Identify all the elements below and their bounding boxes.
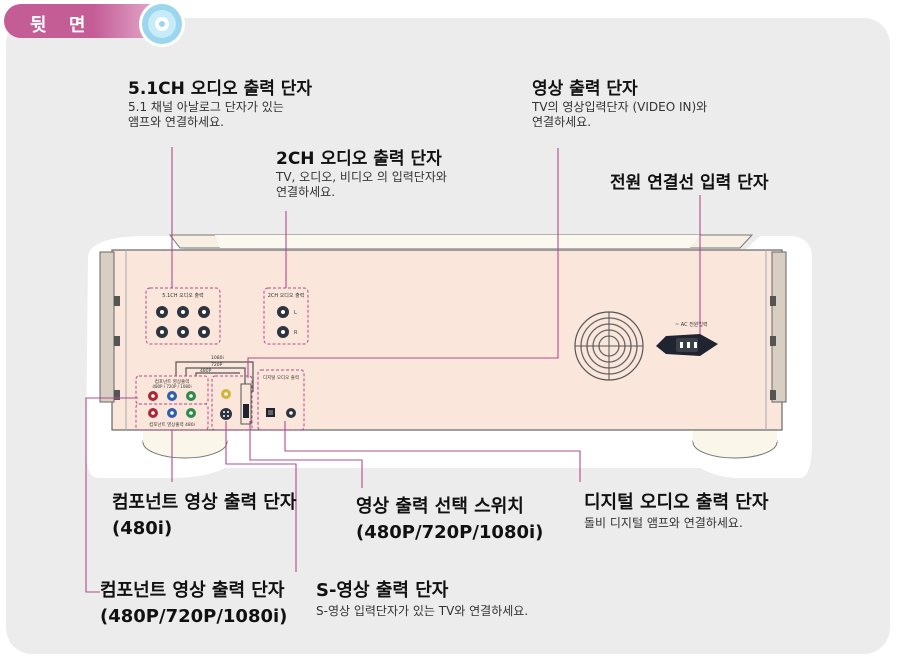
- digital-box-label: 디지털 오디오 출력: [263, 374, 299, 381]
- label-component-480i-sub: (480i): [112, 518, 173, 539]
- label-video-out-desc-1: TV의 영상입력단자 (VIDEO IN)와: [532, 100, 708, 114]
- label-2ch-title: 2CH 오디오 출력 단자: [276, 149, 442, 169]
- label-component-480i: 컴포넌트 영상 출력 단자 (480i): [112, 490, 296, 542]
- label-51ch-desc-2: 앰프와 연결하세요.: [128, 115, 224, 129]
- label-2ch: 2CH 오디오 출력 단자 TV, 오디오, 비디오 의 입력단자와 연결하세요…: [276, 148, 447, 200]
- header-title: 뒷 면: [30, 15, 94, 36]
- svg-text:L: L: [294, 310, 297, 316]
- label-power: 전원 연결선 입력 단자: [610, 172, 769, 194]
- label-digital-audio-title: 디지털 오디오 출력 단자: [584, 492, 769, 513]
- label-2ch-desc-2: 연결하세요.: [276, 185, 336, 199]
- comp-top-sub: 480P / 720P / 1080i: [152, 384, 191, 389]
- label-51ch: 5.1CH 오디오 출력 단자 5.1 채널 아날로그 단자가 있는 앰프와 연…: [128, 78, 312, 130]
- label-component-480i-title: 컴포넌트 영상 출력 단자: [112, 492, 297, 513]
- label-video-out: 영상 출력 단자 TV의 영상입력단자 (VIDEO IN)와 연결하세요.: [532, 78, 707, 130]
- label-video-switch: 영상 출력 선택 스위치 (480P/720P/1080i): [356, 494, 543, 546]
- label-component-prog-sub: (480P/720P/1080i): [100, 606, 288, 627]
- ac-label: ~ AC 전원입력: [675, 321, 708, 328]
- ch51-box-label: 5.1CH 오디오 출력: [162, 292, 203, 299]
- label-digital-audio: 디지털 오디오 출력 단자 돌비 디지털 앰프와 연결하세요.: [584, 490, 768, 531]
- label-power-title: 전원 연결선 입력 단자: [610, 173, 769, 193]
- label-video-switch-title: 영상 출력 선택 스위치: [356, 496, 524, 517]
- label-svideo-title: S-영상 출력 단자: [316, 580, 449, 601]
- label-digital-audio-desc: 돌비 디지털 앰프와 연결하세요.: [584, 516, 743, 530]
- switch-720p: 720P: [211, 362, 223, 368]
- svg-text:R: R: [294, 330, 298, 336]
- label-2ch-desc-1: TV, 오디오, 비디오 의 입력단자와: [276, 170, 447, 184]
- comp-bot-label: 컴포넌트 영상출력 480i: [149, 421, 195, 428]
- label-svideo-desc: S-영상 입력단자가 있는 TV와 연결하세요.: [316, 604, 529, 618]
- comp-top-label: 컴포넌트 영상출력: [155, 378, 190, 385]
- label-video-out-title: 영상 출력 단자: [532, 79, 638, 99]
- ch2-box-label: 2CH 오디오 출력: [268, 292, 305, 299]
- label-component-prog: 컴포넌트 영상 출력 단자 (480P/720P/1080i): [100, 578, 287, 630]
- switch-1080i: 1080i: [211, 355, 224, 361]
- switch-480p: 480P: [200, 368, 212, 374]
- label-video-out-desc-2: 연결하세요.: [532, 115, 592, 129]
- header-tab: 뒷 면: [4, 4, 166, 38]
- label-51ch-title: 5.1CH 오디오 출력 단자: [128, 79, 313, 99]
- label-video-switch-sub: (480P/720P/1080i): [356, 522, 544, 543]
- label-component-prog-title: 컴포넌트 영상 출력 단자: [100, 580, 285, 601]
- disc-icon: [139, 1, 185, 47]
- label-51ch-desc-1: 5.1 채널 아날로그 단자가 있는: [128, 100, 284, 114]
- label-svideo: S-영상 출력 단자 S-영상 입력단자가 있는 TV와 연결하세요.: [316, 578, 528, 619]
